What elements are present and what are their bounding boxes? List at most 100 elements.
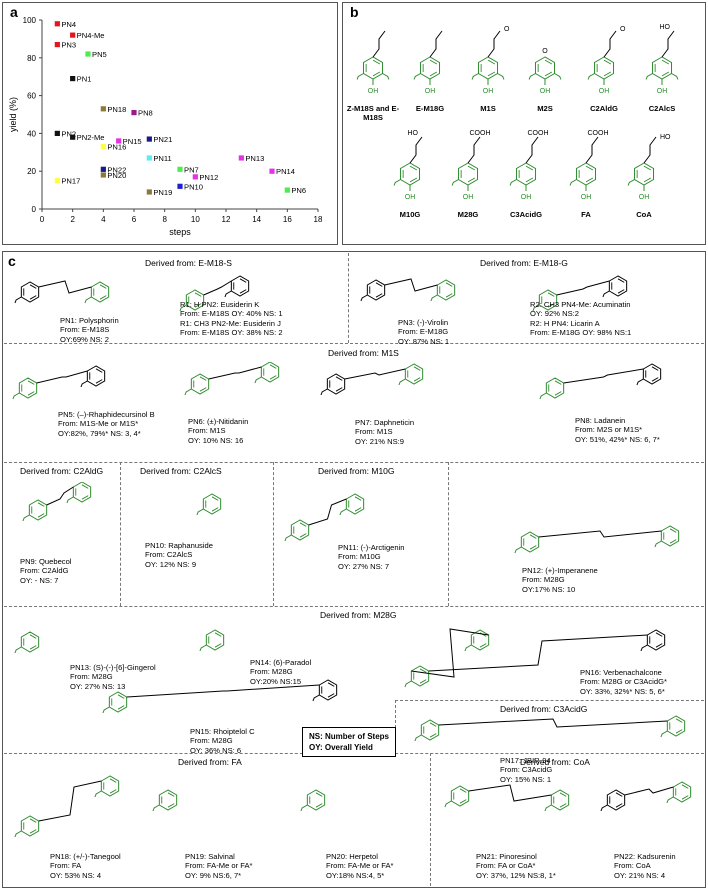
atom-label: OH [368,88,379,95]
compound-detail: OY: 15% NS: 1 [500,774,552,784]
double-bond [327,693,335,698]
double-bond [651,377,659,382]
y-tick-label: 60 [27,92,36,101]
atom-label: COOH [470,130,491,137]
double-bond [547,303,555,308]
data-point-pn6 [284,187,290,193]
double-bond [681,795,689,800]
bond [428,634,648,672]
derived-title-c2alc: Derived from: C2AlcS [140,466,222,476]
double-bond [643,177,652,183]
structure-pn5 [12,362,132,412]
compound-name: PN11: (-)-Arctigenin [338,543,405,552]
monomer-z-m18s-and-e-m18s: OH [345,18,401,98]
double-bond [199,376,207,381]
bond [539,392,547,400]
double-bond [214,643,222,648]
bond [14,296,22,304]
double-bond [615,803,623,808]
double-bond [675,729,683,734]
panel-b [342,2,706,245]
structure-pn16 [395,620,695,696]
double-bond [109,778,117,783]
separator [4,343,704,344]
monomer-name: M1S [480,104,496,113]
compound-name: PN13: (S)-(-)-[6]-Gingerol [70,663,156,672]
bond [398,378,406,386]
compound-name: PN1: Polysphorin [60,316,119,325]
structure-pn13 [10,622,260,664]
structure-pn12 [465,520,700,562]
double-bond [29,818,37,823]
bond [487,30,501,58]
bond [393,179,401,186]
double-bond [529,545,537,550]
double-bond [375,282,383,287]
double-bond [419,679,427,684]
derived-title-m1s: Derived from: M1S [328,348,399,358]
monomer-name: FA [581,210,591,219]
bond [208,366,262,380]
data-point-label: PN11 [153,154,171,163]
data-point-pn18 [100,106,106,112]
compound-detail: OY: 27% NS: 13 [70,681,126,691]
benzene-ring [366,279,386,301]
compound-detail: From: M28G [70,672,113,682]
compound-name: PN15: Rhoiptelol C [190,727,255,736]
x-tick-label: 0 [40,215,45,224]
derived-title-c2ald: Derived from: C2AldG [20,466,104,476]
bond [320,388,328,396]
atom-label: HO [408,130,419,137]
atom-label: COOH [588,130,609,137]
double-bond [655,632,663,637]
data-point-pn22 [100,166,106,172]
double-bond [585,165,594,171]
double-bond [459,788,467,793]
benzene-ring [290,519,310,541]
compound-name: PN14: (6)-Paradol [250,658,312,667]
structure-pn3 [360,272,480,318]
compound-detail: OY: 87% NS: 1 [398,336,450,346]
bond [497,73,505,80]
compound-detail: OY: 27% NS: 7 [338,561,390,571]
double-bond [445,282,453,287]
monomer-name: C2AlcS [648,104,676,113]
atom-label: HO [660,134,671,141]
monomer-name: Z-M18S and E-M18S [346,104,400,122]
benzene-ring [202,493,222,515]
double-bond [81,495,89,500]
compound-detail: OY: 37%, 12% NS:8, 1* [476,870,556,880]
data-point-label: PN3 [61,41,76,50]
data-point-label: PN18 [107,105,126,114]
bond [22,514,30,522]
bond [624,786,674,796]
double-bond [413,377,421,382]
compound-detail: OY: 12% NS: 9 [145,559,197,569]
derived-title-c3acid: Derived from: C3AcidG [500,704,588,714]
bond [585,136,599,164]
double-bond [603,71,612,77]
x-tick-label: 4 [101,215,106,224]
monomer-name: C2AldG [590,104,618,113]
compound-detail: R1: CH3 PN2-Me: Eusiderin J [180,318,281,328]
y-tick-label: 20 [27,167,36,176]
compound-detail: OY: 21% NS:9 [355,436,404,446]
bond [38,280,92,294]
data-point-pn15 [116,138,122,144]
abbreviation-legend: NS: Number of Steps OY: Overall Yield [302,727,397,757]
double-bond [681,784,689,789]
bond [409,136,423,164]
data-point-pn21 [146,136,152,142]
separator [273,462,274,606]
